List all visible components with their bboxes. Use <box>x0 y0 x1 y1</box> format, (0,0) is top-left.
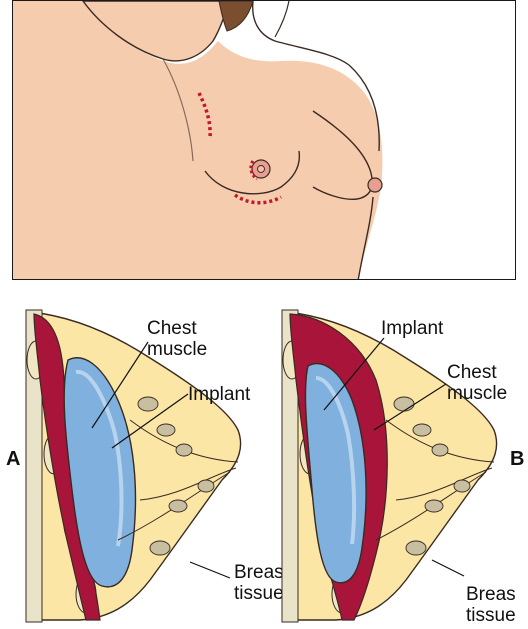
label-implant-b: Implant <box>381 318 443 339</box>
cross-section-a <box>0 300 264 629</box>
panel-letter-a: A <box>6 448 20 471</box>
right-nipple <box>368 178 382 192</box>
torso-illustration <box>13 1 516 280</box>
label-breast-tissue-b: Breas tissue <box>466 584 516 626</box>
label-implant-a: Implant <box>188 384 250 405</box>
incision-sites-panel <box>12 0 516 280</box>
label-chest-muscle-a: Chest muscle <box>147 318 207 360</box>
panel-letter-b: B <box>510 448 524 471</box>
label-chest-muscle-b: Chest muscle <box>447 362 507 404</box>
hair <box>219 1 253 31</box>
cross-section-b <box>264 300 528 629</box>
